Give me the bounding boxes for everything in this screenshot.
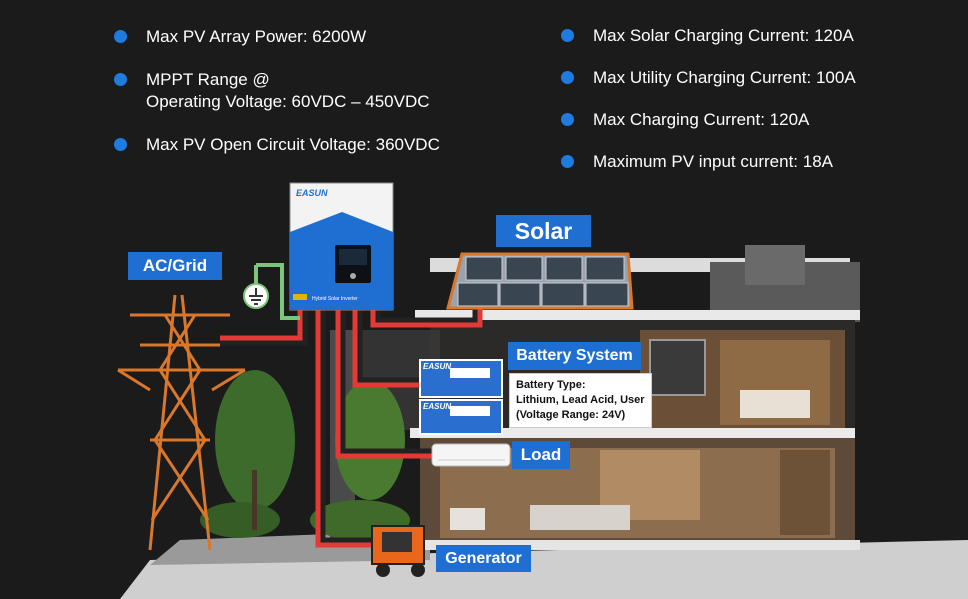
solar-label: Solar <box>496 215 591 247</box>
spec-max-pv-array-power: Max PV Array Power: 6200W <box>114 26 366 48</box>
spec-max-utility-charging-current: Max Utility Charging Current: 100A <box>561 67 856 89</box>
bullet-icon <box>114 138 127 151</box>
spec-text: Max PV Array Power: 6200W <box>146 27 367 46</box>
battery-info-line: Battery Type: <box>516 379 586 391</box>
spec-text: Max PV Open Circuit Voltage: 360VDC <box>146 135 440 154</box>
bullet-icon <box>561 155 574 168</box>
air-conditioner <box>431 443 511 467</box>
inverter-brand: EASUN <box>296 188 328 198</box>
grid-label: AC/Grid <box>128 252 222 280</box>
bullet-icon <box>114 73 127 86</box>
spec-text: Max Charging Current: 120A <box>593 110 810 129</box>
inverter <box>289 182 394 311</box>
earth-ground-icon <box>243 283 269 309</box>
bullet-icon <box>114 30 127 43</box>
spec-max-charging-current: Max Charging Current: 120A <box>561 109 809 131</box>
generator-label: Generator <box>436 545 531 572</box>
generator <box>371 525 425 577</box>
spec-text: Operating Voltage: 60VDC – 450VDC <box>146 92 430 111</box>
transmission-tower <box>117 294 246 551</box>
battery-info-line: (Voltage Range: 24V) <box>516 409 626 421</box>
spec-text: MPPT Range @ <box>146 70 270 89</box>
bullet-icon <box>561 113 574 126</box>
battery-info-line: Lithium, Lead Acid, User <box>516 394 645 406</box>
spec-max-pv-open-circuit-voltage: Max PV Open Circuit Voltage: 360VDC <box>114 134 440 156</box>
load-label: Load <box>512 441 570 469</box>
spec-list: Max PV Array Power: 6200W MPPT Range @ O… <box>0 0 968 190</box>
batteries <box>419 359 503 435</box>
bullet-icon <box>561 71 574 84</box>
spec-maximum-pv-input-current: Maximum PV input current: 18A <box>561 151 833 173</box>
battery-system-label: Battery System <box>508 342 641 370</box>
bullet-icon <box>561 29 574 42</box>
ground <box>120 540 968 599</box>
spec-mppt-range: MPPT Range @ Operating Voltage: 60VDC – … <box>114 69 430 113</box>
spec-max-solar-charging-current: Max Solar Charging Current: 120A <box>561 25 854 47</box>
spec-text: Maximum PV input current: 18A <box>593 152 833 171</box>
spec-text: Max Solar Charging Current: 120A <box>593 26 854 45</box>
battery-brand-top: EASUN <box>423 362 452 371</box>
solar-panels <box>446 252 634 310</box>
spec-text: Max Utility Charging Current: 100A <box>593 68 856 87</box>
battery-brand-bottom: EASUN <box>423 402 452 411</box>
inverter-caption: Hybrid Solar Inverter <box>312 296 358 302</box>
trees <box>200 370 410 540</box>
battery-type-info: Battery Type: Lithium, Lead Acid, User (… <box>509 373 652 428</box>
